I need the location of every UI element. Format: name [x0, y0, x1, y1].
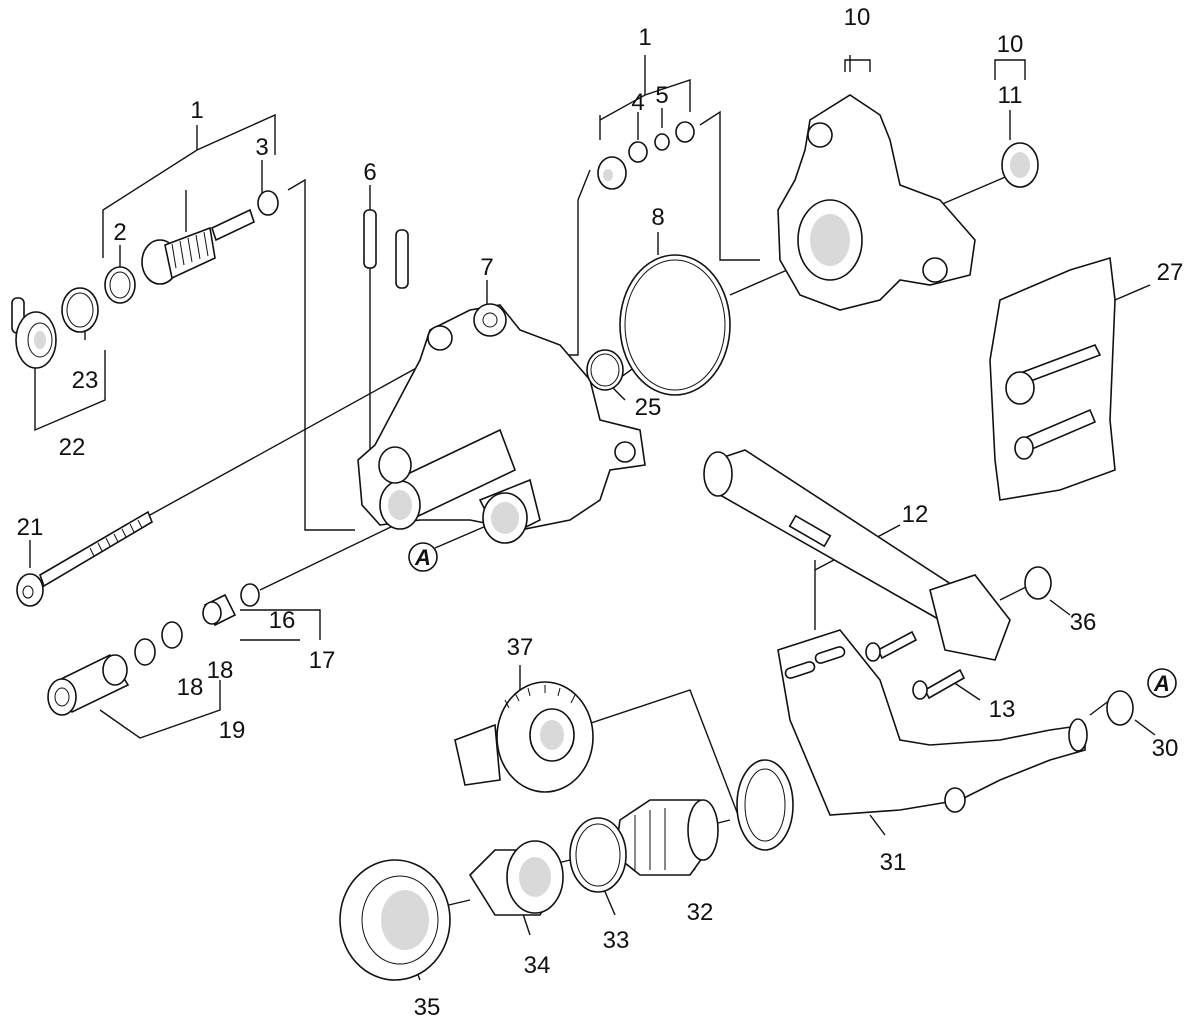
marker-a-right: A: [1147, 668, 1177, 698]
label-25: 25: [635, 394, 662, 421]
part-ring-3: [257, 190, 279, 216]
part-o-ring-25: [586, 349, 624, 391]
label-16: 16: [269, 607, 296, 634]
label-5: 5: [655, 82, 668, 109]
label-13: 13: [989, 696, 1016, 723]
label-32: 32: [687, 899, 714, 926]
label-10-cover: 10: [844, 4, 871, 31]
label-36: 36: [1070, 609, 1097, 636]
part-long-screw: [16, 510, 153, 607]
marker-a-left: A: [408, 542, 438, 572]
label-6: 6: [363, 159, 376, 186]
label-23: 23: [72, 367, 99, 394]
label-8: 8: [651, 204, 664, 231]
part-o-ring-23: [61, 287, 99, 333]
part-o-ring-18b: [134, 638, 156, 666]
label-31: 31: [880, 849, 907, 876]
part-small-valve: [202, 593, 237, 627]
part-screws: [865, 630, 966, 700]
part-hose-coupling: [454, 681, 594, 793]
part-pump-cover: [777, 94, 976, 311]
label-1-left: 1: [190, 97, 203, 124]
label-35: 35: [414, 994, 441, 1021]
part-union-nut: [339, 859, 451, 981]
marker-a-right-text: A: [1153, 671, 1170, 696]
label-12: 12: [902, 501, 929, 528]
part-inlet-fitting: [11, 297, 57, 369]
part-pipe: [703, 449, 1011, 661]
label-37: 37: [507, 634, 534, 661]
part-ring-16: [240, 583, 260, 607]
label-11: 11: [998, 82, 1023, 109]
label-21: 21: [17, 514, 44, 541]
label-30: 30: [1152, 735, 1179, 762]
part-connector-bracket: [736, 629, 1088, 851]
label-18-lower: 18: [177, 674, 204, 701]
part-filter: [614, 799, 719, 876]
part-ring-36: [1024, 566, 1052, 600]
label-33: 33: [603, 927, 630, 954]
label-34: 34: [524, 952, 551, 979]
label-27: 27: [1157, 259, 1184, 286]
label-18-upper: 18: [207, 657, 234, 684]
label-10-seal: 10: [997, 31, 1024, 58]
label-17: 17: [309, 647, 336, 674]
part-ring-30: [1106, 690, 1134, 726]
part-pump-housing: [357, 303, 646, 544]
label-19: 19: [219, 717, 246, 744]
label-3: 3: [255, 134, 268, 161]
label-7: 7: [480, 254, 493, 281]
part-o-ring-18a: [161, 621, 183, 649]
label-4: 4: [631, 89, 644, 116]
part-accessory-bag: [989, 256, 1116, 501]
part-o-ring-8: [619, 254, 731, 396]
part-seal-33: [569, 817, 627, 893]
callout-labels: 1 2 3 23 22 6 7 21 16 17 18 18 19 1 4 5 …: [17, 4, 1184, 1021]
part-seal-set: [597, 121, 695, 190]
label-22: 22: [59, 434, 86, 461]
part-valve-body: [47, 653, 130, 716]
part-pins: [363, 209, 409, 289]
marker-a-left-text: A: [414, 545, 431, 570]
part-valve-assembly: [141, 208, 255, 285]
label-1-right: 1: [638, 24, 651, 51]
part-adapter: [468, 840, 564, 916]
label-2: 2: [113, 219, 126, 246]
